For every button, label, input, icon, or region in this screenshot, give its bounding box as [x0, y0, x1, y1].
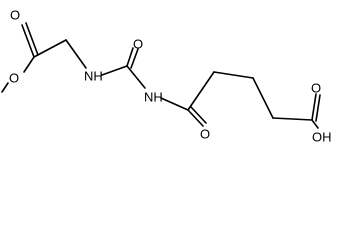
- bond-nh2-to-amide-c: [160, 97, 189, 111]
- atom-o-methoxy: O: [9, 71, 19, 86]
- bond-nh-to-urea-c: [101, 65, 128, 76]
- atom-o-ester-carbonyl: O: [10, 8, 20, 23]
- atom-nh-urea-right: NH: [144, 90, 163, 105]
- bond-ch2-to-nh: [65, 39, 87, 69]
- bond-acid-c-o-double-b: [315, 94, 321, 122]
- atom-o-amide: O: [200, 127, 210, 142]
- bond-amide-c-o-double-b: [190, 106, 207, 124]
- bond-acid-c-to-oh: [311, 119, 319, 129]
- bond-o-to-ester-c: [23, 56, 35, 73]
- bond-methyl-to-o: [1, 82, 9, 93]
- bond-acid-c-o-double-a: [311, 93, 317, 121]
- chemical-structure: O O NH O NH O O OH: [1, 8, 332, 145]
- bond-urea-c-o-double-b: [130, 48, 139, 69]
- atom-nh-urea-left: NH: [84, 69, 103, 84]
- atom-oh-acid: OH: [312, 130, 332, 145]
- bond-ester-c-o-double-a: [21, 24, 35, 58]
- urea-bonds: [65, 39, 146, 89]
- amide-bonds: [160, 71, 274, 127]
- atom-o-urea: O: [133, 37, 143, 52]
- bond-ch2b-to-ch2c: [252, 77, 274, 119]
- bond-ester-c-o-double-b: [25, 22, 39, 56]
- bond-ch2c-to-acid-c: [272, 117, 313, 121]
- bond-ch2a-to-ch2b: [213, 71, 254, 79]
- acid-bonds: [272, 93, 321, 129]
- bond-ester-c-to-ch2: [33, 39, 67, 58]
- bond-amide-c-o-double-a: [187, 109, 204, 127]
- ester-bonds: [1, 22, 67, 93]
- atom-o-acid-carbonyl: O: [311, 81, 321, 96]
- bond-urea-c-to-nh2: [126, 65, 146, 89]
- bond-urea-c-o-double-a: [126, 47, 134, 67]
- bond-amide-c-to-ch2a: [187, 71, 215, 111]
